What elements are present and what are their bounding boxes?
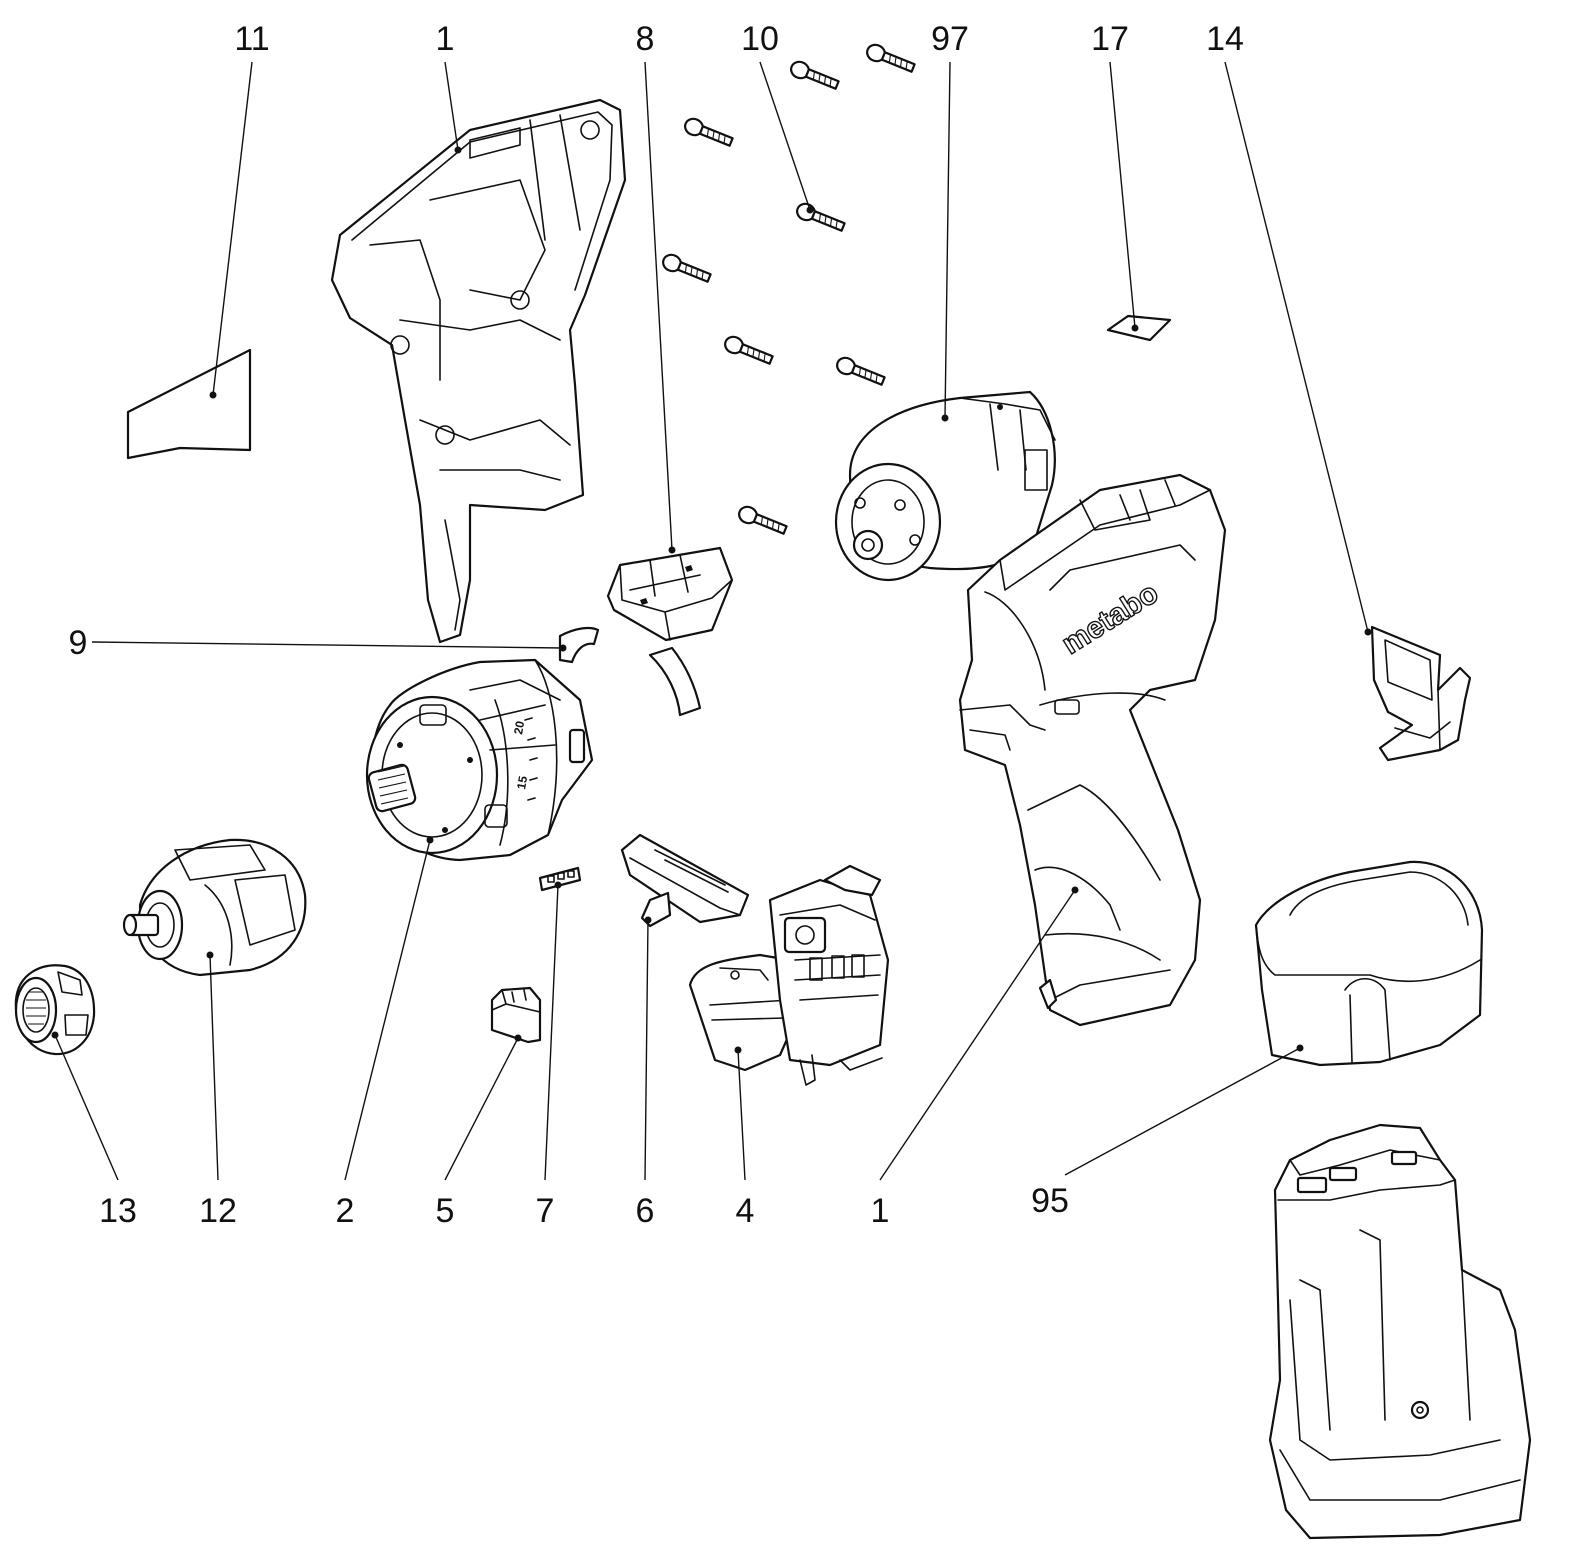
part-7-led-strip[interactable] bbox=[538, 866, 582, 892]
part-13-chuck-nut[interactable] bbox=[14, 964, 96, 1056]
part-1-housing-right[interactable]: metabo bbox=[958, 473, 1227, 1027]
part-9-curved-strip-large[interactable] bbox=[648, 646, 702, 717]
callout-13: 13 bbox=[99, 1192, 137, 1230]
battery-pack[interactable] bbox=[1268, 1123, 1532, 1540]
part-9-curved-strip-small[interactable] bbox=[558, 626, 600, 664]
callout-numbers: 11 1 8 10 97 17 14 9 13 12 2 5 7 6 4 1 9… bbox=[69, 20, 1244, 1230]
part-1-housing-left[interactable] bbox=[330, 98, 627, 644]
callout-2: 2 bbox=[336, 1192, 355, 1230]
part-97-motor[interactable] bbox=[834, 390, 1056, 582]
callout-8: 8 bbox=[636, 20, 655, 58]
part-14-belt-clip[interactable] bbox=[1370, 625, 1472, 762]
callout-10: 10 bbox=[741, 20, 779, 58]
callout-9: 9 bbox=[69, 624, 88, 662]
part-17-label[interactable] bbox=[1106, 314, 1172, 342]
callout-6: 6 bbox=[636, 1192, 655, 1230]
callout-12: 12 bbox=[199, 1192, 237, 1230]
callout-95: 95 bbox=[1031, 1182, 1069, 1220]
part-6-slide-cover[interactable] bbox=[620, 833, 750, 928]
dial-mark-15: 15 bbox=[514, 775, 530, 791]
callout-97: 97 bbox=[931, 20, 969, 58]
part-10-screws[interactable] bbox=[661, 42, 916, 537]
part-2-gearbox[interactable]: 20 15 bbox=[365, 658, 594, 862]
callout-14: 14 bbox=[1206, 20, 1244, 58]
callout-1-bottom: 1 bbox=[871, 1192, 890, 1230]
callout-11: 11 bbox=[234, 20, 269, 58]
callout-5: 5 bbox=[436, 1192, 455, 1230]
part-4-trigger-switch[interactable] bbox=[688, 864, 890, 1086]
part-12-drill-chuck[interactable] bbox=[122, 838, 307, 977]
callout-4: 4 bbox=[736, 1192, 755, 1230]
callout-17: 17 bbox=[1091, 20, 1129, 58]
callout-7: 7 bbox=[536, 1192, 555, 1230]
part-11-label[interactable] bbox=[126, 348, 252, 460]
part-8-direction-switch[interactable] bbox=[606, 546, 734, 642]
part-5-clip[interactable] bbox=[490, 986, 542, 1044]
callout-1-top: 1 bbox=[436, 20, 455, 58]
part-95-battery-cap[interactable] bbox=[1254, 860, 1484, 1067]
leader-lines bbox=[51, 61, 1372, 1181]
dial-mark-20: 20 bbox=[511, 720, 527, 736]
